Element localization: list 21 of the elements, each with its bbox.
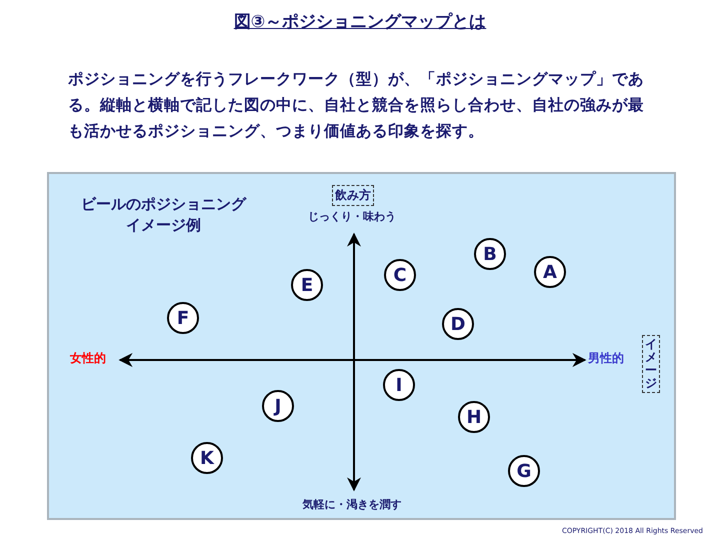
axis-label: 気軽に・渇きを潤す <box>302 497 402 512</box>
letter-circle: B <box>474 238 506 270</box>
letter-circle: K <box>191 442 223 474</box>
letter-circle: D <box>442 308 474 340</box>
letter-circle: A <box>534 256 566 288</box>
letter-circle: I <box>383 369 415 401</box>
axis-title-box: イメージ <box>642 335 660 393</box>
axis-title-box: 飲み方 <box>332 185 374 206</box>
letter-circle: F <box>167 302 199 334</box>
axis-label: 女性的 <box>70 350 106 367</box>
letter-circle: J <box>262 390 294 422</box>
description-text: ポジショニングを行うフレークワーク（型）が、「ポジショニングマップ」である。縦軸と横軸で記した図の中に、自社と競合を照らし合わせ、自社の強みが最も活かせるポジショニング、つまり価値ある印象を探す。 <box>68 69 645 142</box>
map-panel <box>47 172 676 520</box>
title: 図③～ポジショニングマップとは <box>234 12 486 32</box>
map-heading: ビールのポジショニングイメージ例 <box>80 194 248 236</box>
letter-circle: C <box>384 259 416 291</box>
letter-circle: H <box>458 401 490 433</box>
axis-label: 男性的 <box>588 350 624 367</box>
letter-circle: G <box>508 455 540 487</box>
axis-label: じっくり・味わう <box>307 209 397 224</box>
letter-circle: E <box>291 269 323 301</box>
